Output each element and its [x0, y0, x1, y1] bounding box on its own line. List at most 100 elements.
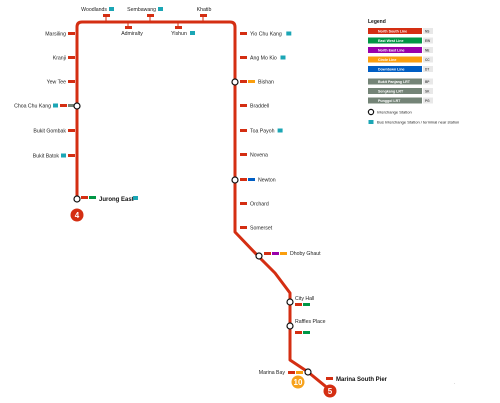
- svg-text:Khatib: Khatib: [197, 7, 212, 13]
- legend-item-dt: Downtown Line DT: [368, 66, 433, 72]
- station-bukitbatok[interactable]: Bukit Batok: [33, 153, 75, 160]
- ns-badge: [264, 252, 271, 255]
- station-braddell[interactable]: Braddell: [240, 104, 269, 110]
- ew-badge: [89, 196, 96, 199]
- svg-text:East West Line: East West Line: [378, 39, 404, 43]
- legend-item-pg: Punggol LRT PG: [368, 97, 433, 104]
- station-woodlands[interactable]: Woodlands: [81, 7, 114, 22]
- legend-item-sk: Sengkang LRT SK: [368, 88, 433, 94]
- svg-text:Woodlands: Woodlands: [81, 7, 107, 13]
- station-dhoby-ghaut[interactable]: Dhoby Ghaut: [255, 251, 321, 260]
- cc-badge: [296, 371, 303, 374]
- svg-text:Bukit Panjang LRT: Bukit Panjang LRT: [378, 80, 411, 84]
- station-somerset[interactable]: Somerset: [240, 226, 273, 232]
- svg-text:Jurong East: Jurong East: [99, 197, 134, 203]
- station-yishun[interactable]: Yishun: [171, 22, 195, 37]
- svg-text:PG: PG: [425, 99, 430, 103]
- station-label: Yew Tee: [47, 80, 66, 86]
- station-jurong-east[interactable]: Jurong East: [73, 195, 138, 203]
- ns-badge: [60, 104, 67, 107]
- ns-badge: [240, 56, 247, 59]
- svg-text:Downtown Line: Downtown Line: [378, 68, 405, 72]
- svg-text:Sembawang: Sembawang: [127, 7, 156, 13]
- station-raffles-place[interactable]: Raffles Place: [286, 319, 326, 334]
- svg-text:Circle Line: Circle Line: [378, 58, 396, 62]
- station-label: Choa Chu Kang: [14, 104, 51, 110]
- station-admiralty[interactable]: Admiralty: [121, 22, 143, 37]
- station-marsiling[interactable]: Marsiling: [45, 32, 75, 38]
- station-novena[interactable]: Novena: [240, 153, 268, 159]
- legend-item-ns: North South Line NS: [368, 28, 433, 34]
- station-orchard[interactable]: Orchard: [240, 202, 269, 208]
- svg-text:DT: DT: [425, 68, 429, 72]
- svg-text:4: 4: [75, 211, 80, 220]
- ns-badge: [288, 371, 295, 374]
- bus-icon: [277, 128, 283, 133]
- start-marker: 4: [70, 208, 84, 222]
- station-label: Somerset: [250, 226, 273, 232]
- svg-text:Interchange Station: Interchange Station: [377, 110, 412, 115]
- station-label: Yio Chu Kang: [250, 32, 282, 38]
- svg-text:10: 10: [294, 378, 303, 387]
- station-marina-bay[interactable]: Marina Bay: [259, 368, 312, 376]
- svg-text:Marina Bay: Marina Bay: [259, 370, 286, 376]
- circle-line-marker: 10: [291, 375, 305, 389]
- ns-badge: [68, 129, 75, 132]
- station-label: Kranji: [53, 56, 66, 62]
- station-marina-south-pier[interactable]: Marina South Pier: [326, 377, 388, 383]
- station-city-hall[interactable]: City Hall: [286, 296, 314, 306]
- ns-badge: [68, 80, 75, 83]
- ns-badge: [240, 226, 247, 229]
- station-khatib[interactable]: Khatib: [197, 7, 212, 22]
- ns-badge: [240, 104, 247, 107]
- station-angmokio[interactable]: Ang Mo Kio: [240, 55, 286, 62]
- svg-text:North South Line: North South Line: [378, 30, 407, 34]
- station-label: Orchard: [250, 202, 269, 208]
- station-kranji[interactable]: Kranji: [53, 56, 75, 62]
- svg-text:NS: NS: [425, 30, 429, 34]
- ns-badge: [103, 14, 110, 17]
- bus-icon: [133, 196, 138, 200]
- station-label: Toa Payoh: [250, 129, 275, 135]
- ns-badge: [326, 377, 333, 380]
- station-label: Marsiling: [45, 32, 66, 38]
- svg-text:EW: EW: [425, 39, 430, 43]
- svg-text:NE: NE: [425, 49, 429, 53]
- station-yewtee[interactable]: Yew Tee: [47, 80, 75, 86]
- svg-text:North East Line: North East Line: [378, 49, 405, 53]
- station-toapayoh[interactable]: Toa Payoh: [240, 128, 283, 135]
- svg-text:SK: SK: [425, 90, 430, 94]
- svg-text:Punggol LRT: Punggol LRT: [378, 99, 401, 103]
- svg-text:Yishun: Yishun: [171, 31, 187, 37]
- svg-text:CC: CC: [425, 58, 430, 62]
- legend-item-bp: Bukit Panjang LRT BP: [368, 78, 433, 85]
- legend-item-ew: East West Line EW: [368, 37, 433, 44]
- svg-text:Sengkang LRT: Sengkang LRT: [378, 90, 404, 94]
- ns-badge: [240, 202, 247, 205]
- station-newton[interactable]: Newton: [231, 176, 276, 184]
- station-choachukang[interactable]: Choa Chu Kang: [14, 102, 81, 110]
- station-label: Ang Mo Kio: [250, 56, 277, 62]
- ns-badge: [240, 80, 247, 83]
- ew-badge: [303, 303, 310, 306]
- ns-badge: [295, 303, 302, 306]
- svg-text:City Hall: City Hall: [295, 296, 314, 302]
- svg-text:Legend: Legend: [368, 19, 386, 25]
- station-bukitgombak[interactable]: Bukit Gombak: [33, 129, 75, 135]
- ew-badge: [303, 331, 310, 334]
- footnote-mark: .: [454, 380, 455, 385]
- legend-item-cc: Circle Line CC: [368, 56, 433, 63]
- cc-badge: [248, 80, 255, 83]
- station-yiochukang[interactable]: Yio Chu Kang: [240, 31, 292, 38]
- svg-text:BP: BP: [425, 80, 430, 84]
- bus-icon: [61, 153, 66, 158]
- bus-icon: [53, 103, 58, 108]
- end-marker: 5: [323, 384, 337, 398]
- bus-icon: [190, 31, 195, 35]
- station-sembawang[interactable]: Sembawang: [127, 7, 163, 22]
- station-bishan[interactable]: Bishan: [231, 78, 274, 86]
- bus-icon: [158, 7, 163, 11]
- svg-text:5: 5: [328, 387, 333, 396]
- svg-text:Raffles Place: Raffles Place: [295, 319, 326, 325]
